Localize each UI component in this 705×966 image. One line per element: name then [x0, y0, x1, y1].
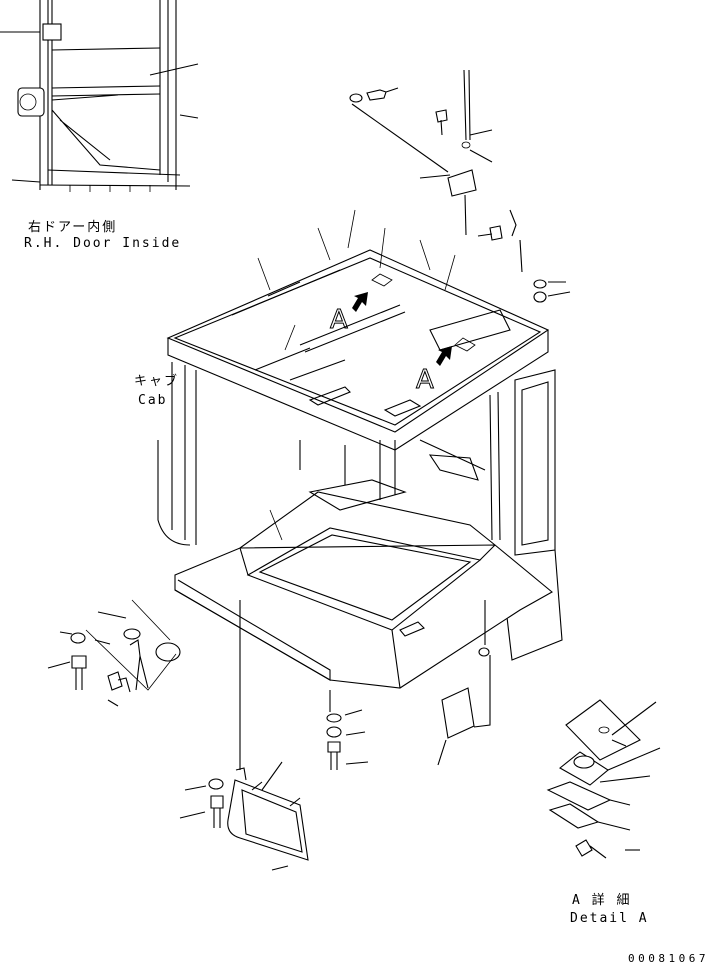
door-inside-label-en: R.H. Door Inside: [24, 236, 181, 251]
foot-pad: [437, 600, 491, 766]
detail-a-label-en: Detail A: [570, 911, 649, 926]
door-inside-label-jp: 右ドアー内側: [28, 219, 117, 235]
cab-label-jp: キャブ: [134, 373, 179, 389]
cab-label-en: Cab: [138, 393, 167, 408]
left-hardware-group: [47, 599, 181, 707]
document-number: 00081067: [628, 952, 705, 965]
cab-assembly: [157, 249, 563, 661]
door-inside-inset: [0, 0, 199, 192]
view-a-label-top: A: [330, 305, 348, 335]
floor-mat: [179, 600, 309, 871]
view-a-label-bottom: A: [416, 365, 434, 395]
floor-panel: [174, 479, 553, 689]
view-arrow-a-bottom: [436, 346, 452, 366]
detail-a-label-jp: A 詳 細: [572, 892, 631, 908]
center-fastener-group: [326, 690, 369, 770]
detail-a-group: [546, 699, 661, 859]
roof-hardware-group: [349, 69, 571, 303]
leader-lines: [257, 209, 456, 541]
view-arrow-a-top: [352, 292, 368, 312]
